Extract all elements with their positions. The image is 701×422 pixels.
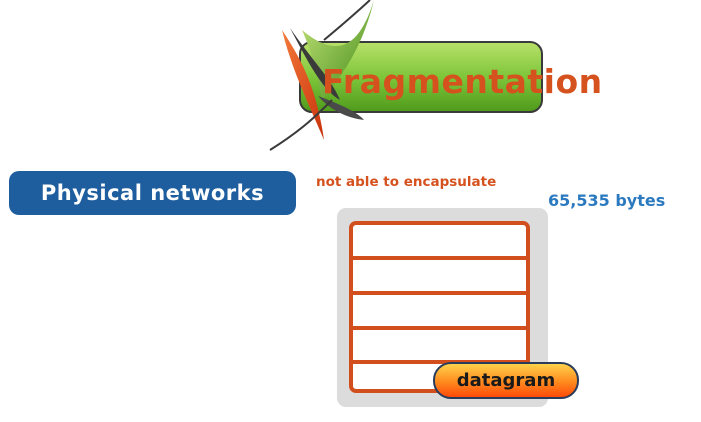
datagram-row-divider bbox=[353, 326, 526, 330]
datagram-row-divider bbox=[353, 360, 526, 364]
datagram-row-divider bbox=[353, 291, 526, 295]
red-leaf-shape bbox=[282, 30, 324, 140]
datagram-label: datagram bbox=[433, 362, 579, 399]
size-label: 65,535 bytes bbox=[548, 191, 666, 210]
encapsulate-note: not able to encapsulate bbox=[316, 174, 497, 190]
dark-stroke-bottom bbox=[269, 99, 333, 151]
slide-title: Fragmentation bbox=[322, 62, 603, 101]
physical-networks-label: Physical networks bbox=[40, 181, 265, 205]
datagram-row-divider bbox=[353, 256, 526, 260]
physical-networks-button: Physical networks bbox=[9, 171, 296, 215]
dark-stroke-top bbox=[323, 0, 371, 41]
title-graphic bbox=[269, 0, 543, 151]
dark-curve-shape bbox=[290, 28, 340, 100]
datagram-label-text: datagram bbox=[456, 370, 556, 391]
